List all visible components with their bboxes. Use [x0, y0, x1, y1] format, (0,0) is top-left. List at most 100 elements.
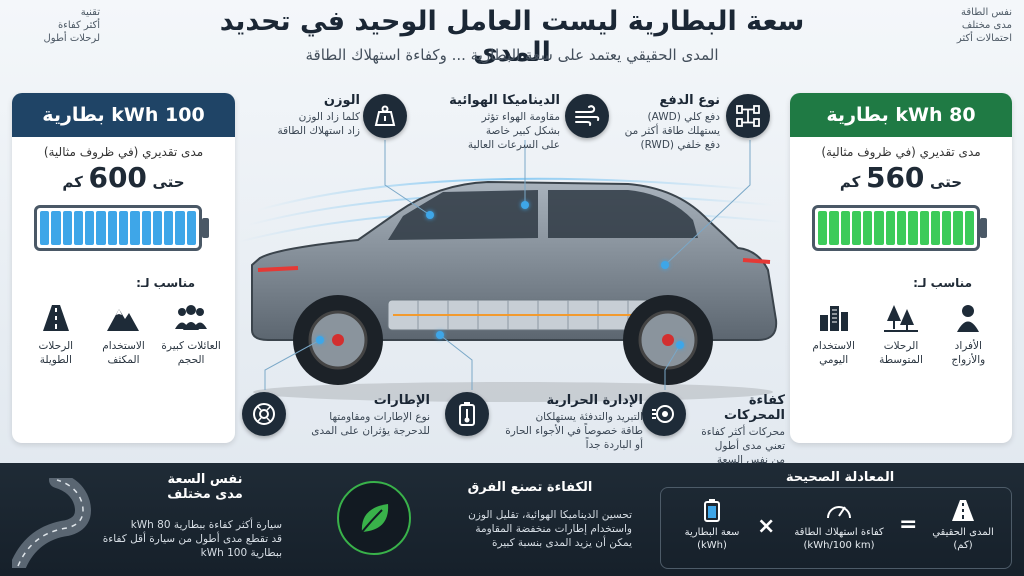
- battery-cell: [62, 211, 72, 245]
- connector-lines: [264, 140, 751, 390]
- road-icon: [952, 500, 974, 521]
- feature-aero: الديناميكا الهوائية مقاومة الهواء تؤثر ب…: [440, 93, 560, 152]
- person-icon: [957, 305, 980, 332]
- battery-cell: [85, 211, 95, 245]
- family-icon: [175, 305, 208, 330]
- winding-road-icon: [12, 478, 91, 568]
- battery-cell: [840, 211, 850, 245]
- battery-thermal-icon: [445, 392, 489, 436]
- bottom-middle-desc: تحسين الديناميكا الهوائية، تقليل الوزن و…: [468, 509, 632, 549]
- corner-left-line: تقنية: [80, 7, 100, 18]
- trees-icon: [883, 305, 918, 332]
- suit-item: الاستخدام اليومي: [802, 303, 866, 367]
- battery-cell: [818, 211, 828, 245]
- equation-efficiency: كفاءة استهلاك الطاقة (kWh/100 km): [779, 498, 899, 552]
- suitable-for-label: مناسب لـ:: [136, 276, 195, 290]
- corner-left-line: لرحلات أطول: [43, 33, 100, 44]
- connector-dot: [436, 331, 444, 339]
- suit-label: العائلات كبيرة الحجم: [161, 340, 221, 366]
- wind-icon: [565, 94, 609, 138]
- feature-title: الديناميكا الهوائية: [449, 93, 560, 108]
- battery-green-icon: [812, 205, 980, 251]
- corner-left-line: أكثر كفاءة: [57, 20, 100, 31]
- suit-item: الرحلات المتوسطة: [869, 303, 933, 367]
- suitable-for-label: مناسب لـ:: [913, 276, 972, 290]
- feature-thermal: الإدارة الحرارية التبريد والتدفئة يستهلك…: [493, 393, 643, 452]
- suit-item: الاستخدام المكثف: [91, 303, 155, 367]
- battery-cell: [863, 211, 873, 245]
- feature-desc: نوع الإطارات ومقاومتها للدحرجة يؤثران عل…: [311, 411, 430, 437]
- drivetrain-icon: [726, 94, 770, 138]
- equation-box: سعة البطارية (kWh) × كفاءة استهلاك الطاق…: [660, 487, 1012, 569]
- suit-label: الأفراد والأزواج: [951, 340, 986, 366]
- equation-label: المدى الحقيقي (كم): [932, 527, 994, 551]
- feature-desc: دفع كلي (AWD) يستهلك طاقة أكثر من دفع خل…: [624, 111, 720, 151]
- suit-label: الرحلات المتوسطة: [879, 340, 923, 366]
- equation-capacity: سعة البطارية (kWh): [667, 498, 757, 552]
- corner-right-line: نفس الطاقة: [961, 7, 1012, 18]
- feature-desc: محركات أكثر كفاءة تعني مدى أطول من نفس ا…: [701, 426, 785, 466]
- suit-label: الاستخدام المكثف: [102, 340, 145, 366]
- feature-drive: نوع الدفع دفع كلي (AWD) يستهلك طاقة أكثر…: [600, 93, 720, 152]
- feature-title: كفاءة المحركات: [723, 393, 785, 423]
- page-subtitle: المدى الحقيقي يعتمد على سعة البطارية ...…: [305, 46, 719, 64]
- feature-title: الوزن: [323, 93, 360, 108]
- times-operator: ×: [757, 514, 776, 539]
- feature-desc: كلما زاد الوزن زاد استهلاك الطاقة: [277, 111, 360, 137]
- city-icon: [819, 306, 848, 331]
- feature-desc: مقاومة الهواء تؤثر بشكل كبير خاصة على ال…: [467, 111, 560, 151]
- equation-label: كفاءة استهلاك الطاقة (kWh/100 km): [794, 527, 884, 551]
- battery-cell: [874, 211, 884, 245]
- battery-cell: [96, 211, 106, 245]
- battery-cell: [953, 211, 963, 245]
- suitable-list: الاستخدام اليومي الرحلات المتوسطة الأفرا…: [800, 303, 1002, 367]
- range-number: 600: [88, 161, 147, 194]
- motor-icon: [642, 392, 686, 436]
- suit-item: العائلات كبيرة الحجم: [159, 303, 223, 367]
- suit-item: الرحلات الطويلة: [24, 303, 88, 367]
- battery-cell: [964, 211, 974, 245]
- battery-cell: [175, 211, 185, 245]
- battery-cell: [829, 211, 839, 245]
- gauge-icon: [827, 506, 851, 519]
- leaf-icon: [337, 481, 411, 555]
- weight-icon: [363, 94, 407, 138]
- battery-card-80: 80 kWh بطارية مدى تقديري (في ظروف مثالية…: [790, 93, 1012, 443]
- range-value: حتى 600 كم: [12, 161, 235, 194]
- feature-tires: الإطارات نوع الإطارات ومقاومتها للدحرجة …: [290, 393, 430, 438]
- corner-right-line: احتمالات أكثر: [956, 33, 1012, 44]
- bottom-band: [0, 463, 1024, 576]
- battery-tip: [980, 218, 987, 238]
- battery-cell: [118, 211, 129, 245]
- battery-cell: [919, 211, 929, 245]
- battery-blue-icon: [34, 205, 202, 251]
- battery-cell: [73, 211, 84, 245]
- battery-cell: [186, 211, 196, 245]
- bottom-left-title: نفس السعة مدى مختلف: [150, 472, 260, 502]
- range-unit: كم: [62, 173, 83, 191]
- battery-tip: [202, 218, 209, 238]
- bottom-middle-title: الكفاءة تصنع الفرق: [467, 480, 593, 495]
- connector-dot: [316, 336, 324, 344]
- battery-cell: [40, 211, 50, 245]
- connector-dot: [661, 261, 669, 269]
- feature-weight: الوزن كلما زاد الوزن زاد استهلاك الطاقة: [250, 93, 360, 138]
- feature-title: الإطارات: [373, 393, 430, 408]
- equation-title: المعادلة الصحيحة: [785, 470, 895, 485]
- corner-note-left: تقنية أكثر كفاءة لرحلات أطول: [10, 6, 100, 45]
- battery-cell: [930, 211, 941, 245]
- equation-label: سعة البطارية (kWh): [684, 527, 740, 551]
- feature-title: نوع الدفع: [659, 93, 720, 108]
- bottom-left-title-line: نفس السعة: [167, 472, 243, 487]
- equals-operator: =: [899, 512, 918, 537]
- battery-cell: [51, 211, 61, 245]
- battery-card-title: 100 kWh بطارية: [12, 93, 235, 137]
- bottom-left-title-line: مدى مختلف: [167, 487, 243, 502]
- feature-title: الإدارة الحرارية: [546, 393, 643, 408]
- battery-cell: [141, 211, 151, 245]
- bottom-left-desc: سيارة أكثر كفاءة ببطارية 80 kWh قد تقطع …: [102, 519, 282, 559]
- range-value: حتى 560 كم: [790, 161, 1012, 194]
- battery-cell: [130, 211, 140, 245]
- range-unit: كم: [839, 173, 861, 191]
